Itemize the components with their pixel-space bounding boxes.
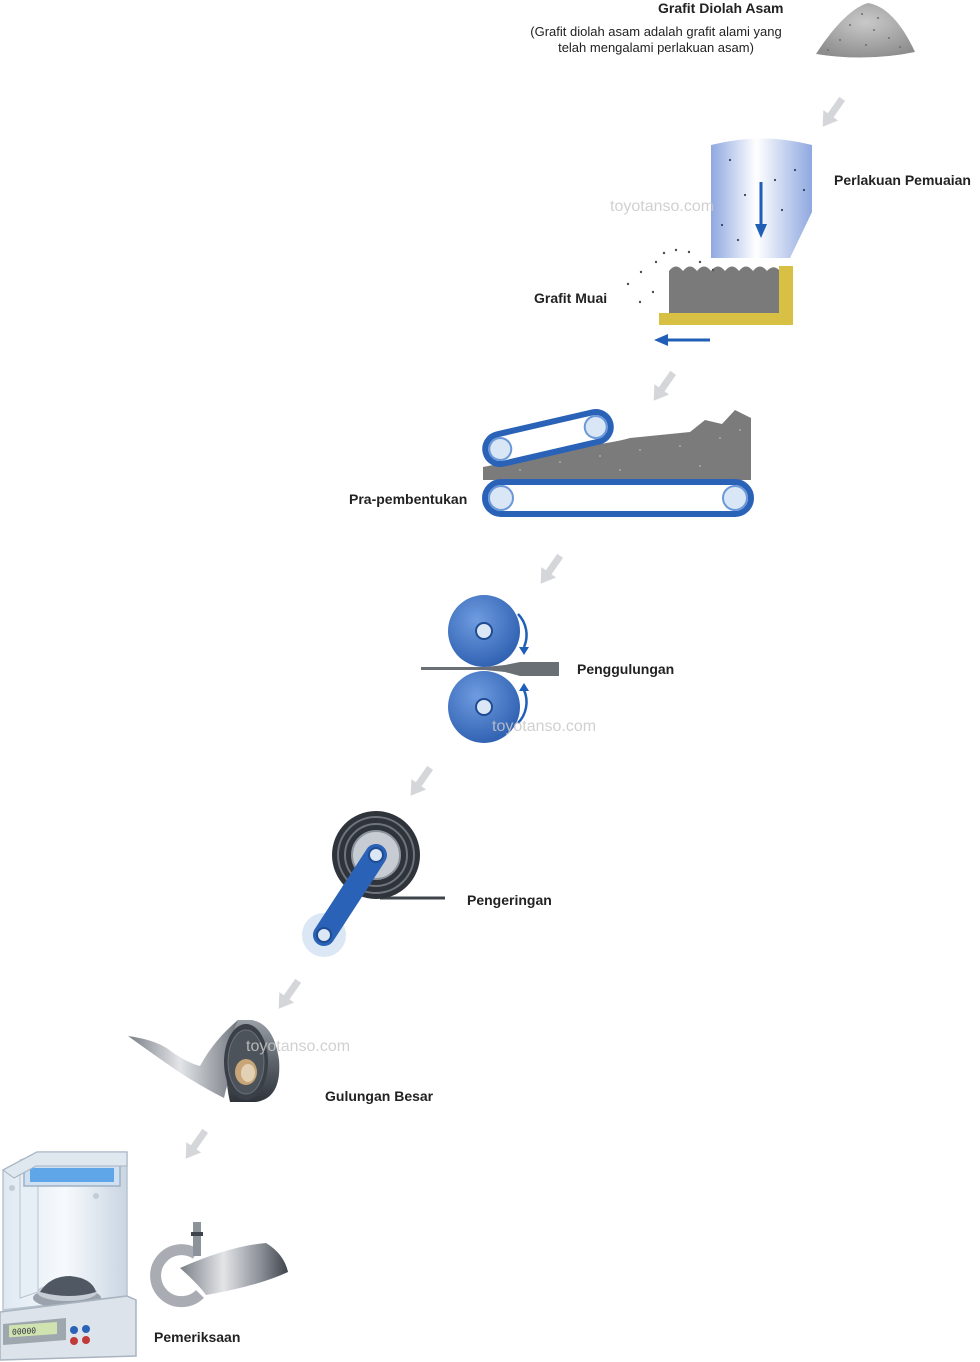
rolling-label: Penggulungan [577, 661, 675, 677]
graphite-powder-mound [816, 3, 915, 58]
big-roll-label: Gulungan Besar [325, 1088, 434, 1104]
acid-graphite-title: Grafit Diolah Asam [658, 0, 784, 16]
watermark: toyotanso.com [610, 198, 715, 215]
precision-balance [0, 1151, 137, 1361]
expansion-treatment-label: Perlakuan Pemuaian [834, 172, 971, 188]
expansion-furnace-cylinder [711, 138, 812, 258]
rolling-mill [421, 595, 559, 743]
expanded-graphite-tray [626, 248, 793, 346]
acid-graphite-description-line1: (Grafit diolah asam adalah grafit alami … [530, 24, 782, 39]
drying-reel [302, 811, 445, 957]
expanded-graphite-label: Grafit Muai [534, 290, 608, 306]
preforming-belt-press [482, 408, 754, 517]
drying-label: Pengeringan [467, 892, 552, 908]
flow-arrow [653, 370, 677, 401]
thickness-gauge [150, 1222, 288, 1308]
inspection-label: Pemeriksaan [154, 1329, 241, 1345]
watermark: toyotanso.com [492, 718, 597, 735]
flow-arrow [822, 96, 846, 127]
flow-arrow [185, 1128, 209, 1159]
flow-arrow [278, 978, 302, 1009]
watermark: toyotanso.com [246, 1038, 351, 1055]
preforming-label: Pra-pembentukan [349, 491, 468, 507]
flow-arrow [410, 765, 434, 796]
acid-graphite-description-line2: telah mengalami perlakuan asam) [558, 40, 754, 55]
acid-graphite-description: (Grafit diolah asam adalah grafit alami … [508, 24, 804, 56]
balance-readout: 00000 [12, 1326, 37, 1337]
graphite-sheet-big-roll [128, 1020, 280, 1102]
flow-arrow [540, 553, 564, 584]
